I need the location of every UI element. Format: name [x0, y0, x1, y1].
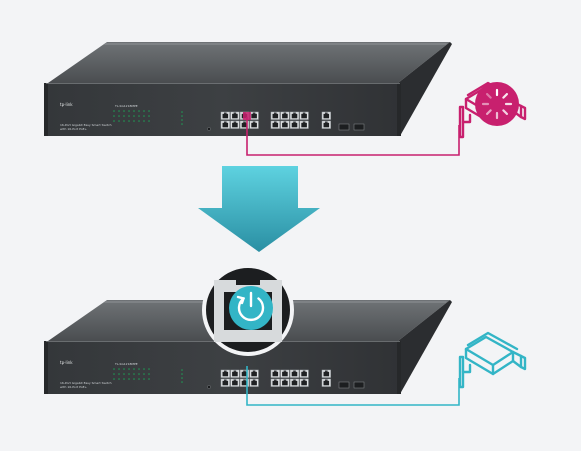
healthy-link-cable: [246, 366, 460, 406]
power-restart-icon: [236, 291, 265, 321]
bottom-switch-model: TL-SG1218MPE: [114, 362, 138, 366]
camera-fault-icon: [458, 81, 527, 139]
spinner-icon: [481, 88, 513, 120]
camera-icon: [458, 331, 527, 389]
bottom-switch: tp-link TL-SG1218MPE 16-Port Gigabit Eas…: [44, 300, 452, 394]
top-switch-description-2: with 16-Port PoE+: [60, 127, 88, 131]
top-switch-brand: tp-link: [60, 102, 73, 107]
bottom-switch-description: 16-Port Gigabit Easy Smart Switch: [60, 381, 112, 385]
fault-indicator: [475, 82, 519, 126]
port-magnifier: [202, 264, 294, 356]
bottom-switch-description-2: with 16-Port PoE+: [60, 385, 88, 389]
top-switch-model: TL-SG1218MPE: [114, 104, 138, 108]
faulty-port-highlight: [243, 112, 251, 120]
top-switch: tp-link TL-SG1218MPE 16-Port Gigabit Eas…: [44, 42, 452, 136]
bottom-switch-brand: tp-link: [60, 360, 73, 365]
top-switch-description: 16-Port Gigabit Easy Smart Switch: [60, 123, 112, 127]
arrow-down-icon: [198, 166, 320, 252]
faulty-link-cable: [246, 117, 460, 156]
